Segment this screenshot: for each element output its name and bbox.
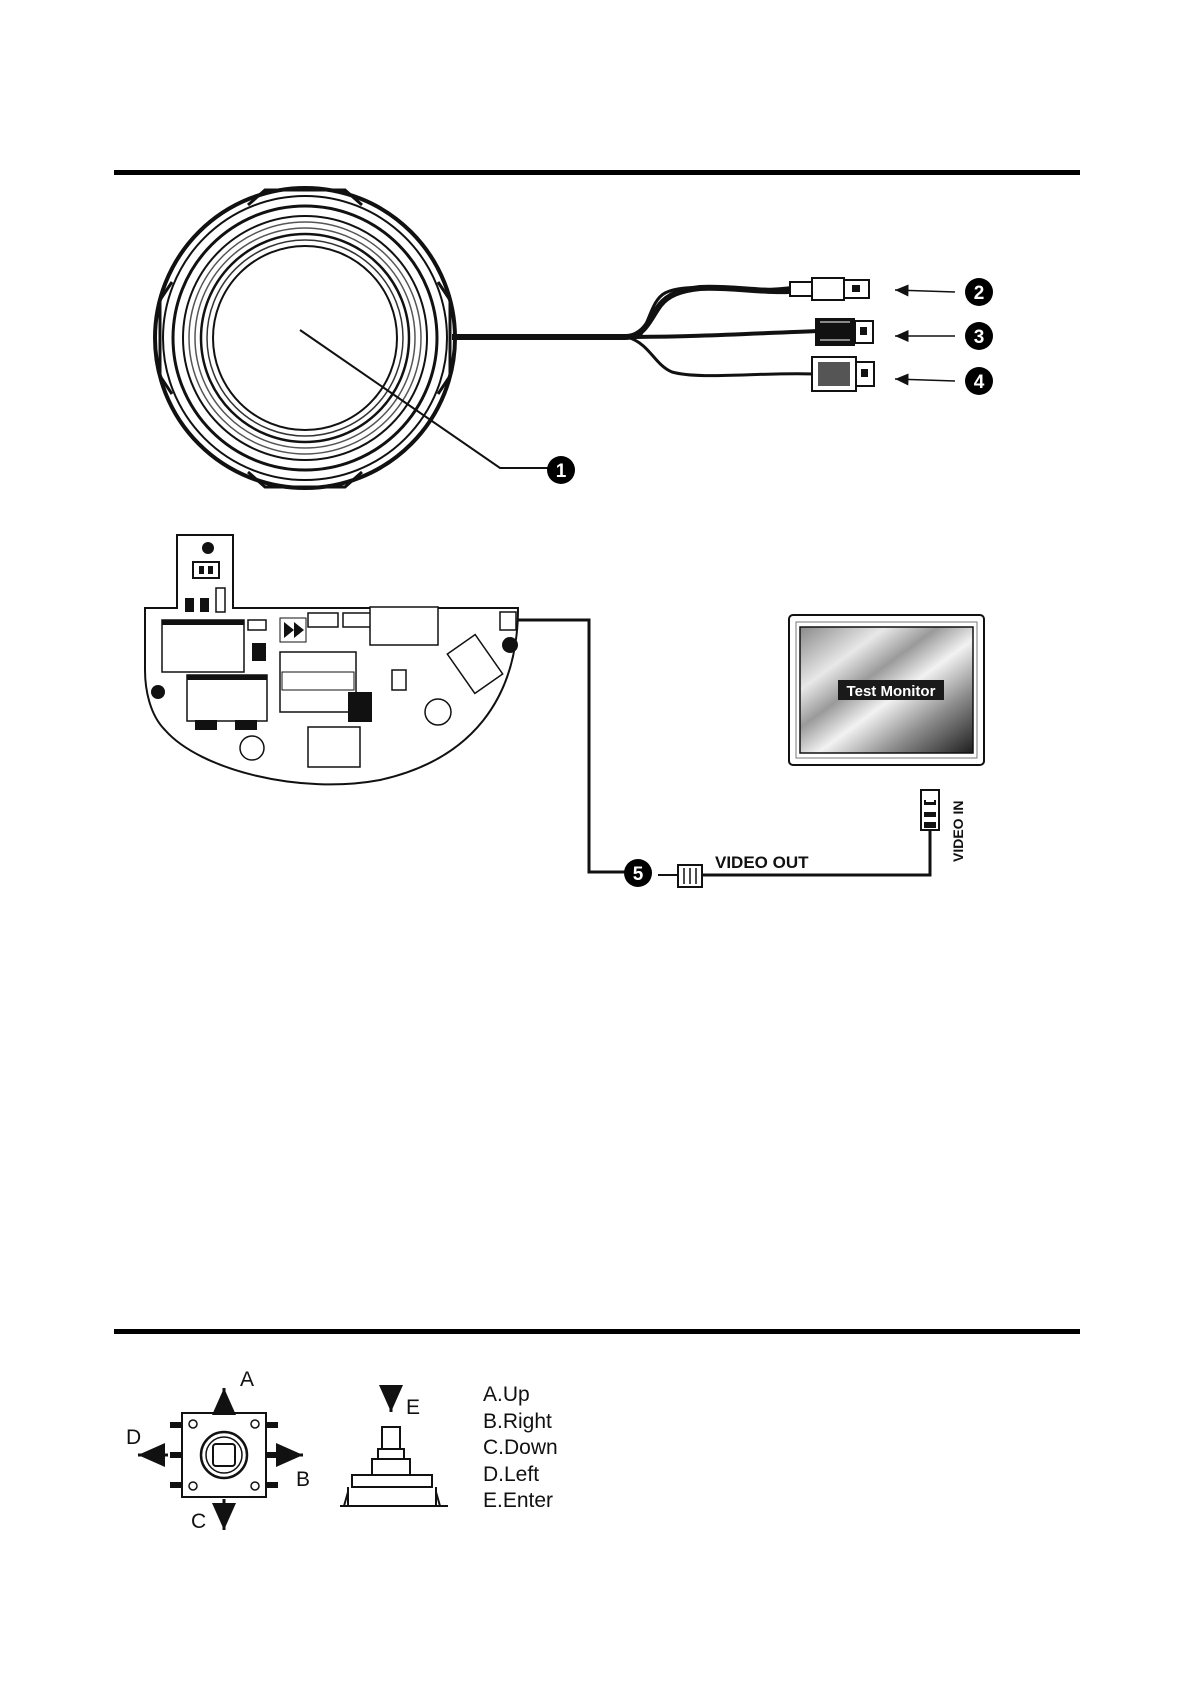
callout-2-arrow — [895, 290, 955, 292]
callout-2: 2 — [965, 278, 993, 306]
connector-2 — [790, 278, 869, 300]
monitor-label: Test Monitor — [847, 683, 936, 700]
video-in-label: VIDEO IN — [950, 801, 966, 862]
pcb-board — [145, 535, 518, 784]
test-monitor: Test Monitor — [789, 615, 984, 765]
connector-4 — [812, 357, 874, 391]
bnc-plug — [921, 790, 939, 830]
svg-text:1: 1 — [556, 461, 567, 482]
arrow-label-e: E — [406, 1396, 420, 1419]
cable-branch-4 — [630, 338, 815, 376]
arrow-label-a: A — [240, 1368, 254, 1391]
svg-text:3: 3 — [974, 327, 985, 348]
arrow-label-d: D — [126, 1426, 141, 1449]
legend-item-right: B.Right — [483, 1409, 558, 1436]
legend-item-down: C.Down — [483, 1435, 558, 1462]
joystick-legend: A.Up B.Right C.Down D.Left E.Enter — [483, 1382, 558, 1515]
joystick-side-view — [340, 1388, 448, 1506]
camera-dome — [155, 188, 455, 488]
legend-item-enter: E.Enter — [483, 1488, 558, 1515]
callout-4-arrow — [895, 379, 955, 381]
top-section-rule — [114, 170, 1080, 175]
svg-text:5: 5 — [633, 864, 644, 885]
joystick-top-view — [170, 1413, 278, 1497]
arrow-label-b: B — [296, 1468, 310, 1491]
callout-3: 3 — [965, 322, 993, 350]
video-out-connector — [658, 865, 702, 887]
video-cable — [518, 620, 625, 872]
video-out-label: VIDEO OUT — [715, 853, 809, 872]
cable-branch-2 — [640, 287, 795, 336]
cable-branch-3 — [625, 331, 820, 337]
callout-4: 4 — [965, 367, 993, 395]
svg-text:4: 4 — [974, 372, 985, 393]
bottom-section-rule — [114, 1329, 1080, 1334]
legend-item-left: D.Left — [483, 1462, 558, 1489]
arrow-label-c: C — [191, 1510, 206, 1533]
callout-1: 1 — [547, 456, 575, 484]
svg-text:2: 2 — [974, 283, 985, 304]
camera-cable — [452, 288, 800, 337]
callout-5: 5 — [624, 859, 652, 887]
connector-3 — [815, 318, 873, 346]
legend-item-up: A.Up — [483, 1382, 558, 1409]
